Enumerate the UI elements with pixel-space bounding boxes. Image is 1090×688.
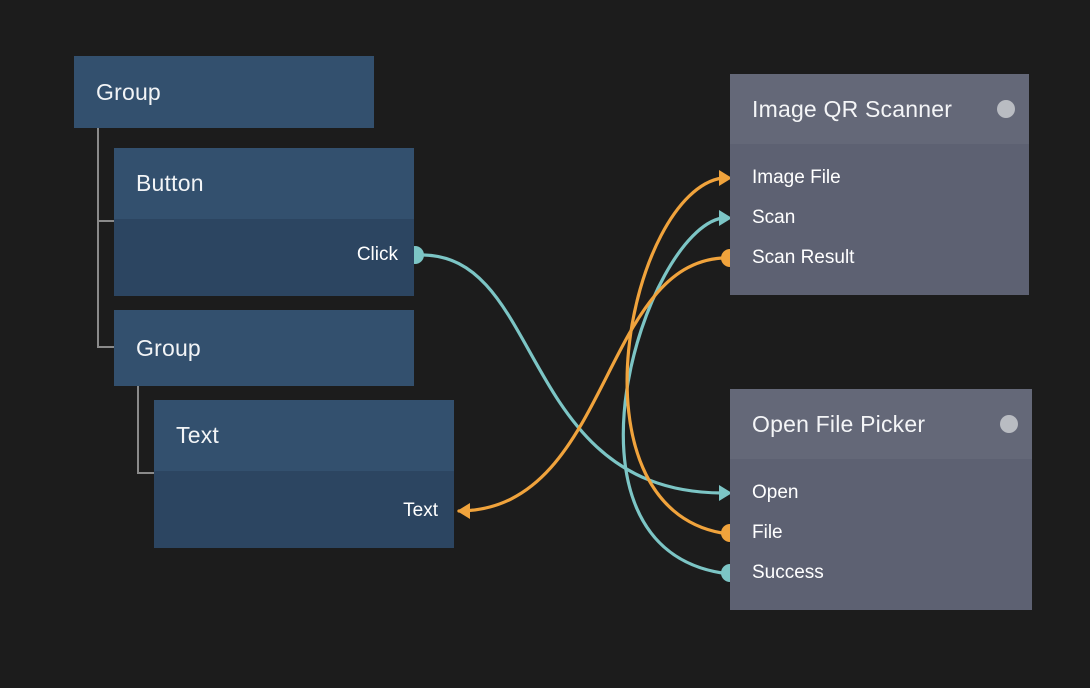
tree-connector-elbow [137,472,155,474]
action-node-header[interactable]: Open File Picker [730,389,1032,459]
action-node-title: Open File Picker [752,410,926,437]
widget-node-body: Text [154,471,454,548]
tree-connector-vertical [137,386,139,474]
node-status-dot-icon[interactable] [1000,415,1018,433]
widget-node-header[interactable]: Group [114,310,414,386]
widget-node-title: Button [136,170,204,196]
port-label-text-in[interactable]: Text [403,500,438,521]
widget-node-group-child[interactable]: Group [114,310,414,386]
action-node-title: Image QR Scanner [752,95,953,122]
port-label-qr-scan-result[interactable]: Scan Result [752,247,855,268]
widget-node-header[interactable]: Group [74,56,374,128]
tree-connector-vertical [97,128,99,348]
widget-node-title: Group [96,78,161,105]
action-node-header[interactable]: Image QR Scanner [730,74,1029,144]
port-label-ofp-open[interactable]: Open [752,482,799,503]
widget-node-title: Text [176,422,219,448]
edge-edge-success-to-scan[interactable] [621,216,724,575]
edge-edge-file-to-imagefile[interactable] [625,176,724,535]
port-label-ofp-success[interactable]: Success [752,562,824,583]
port-label-qr-scan[interactable]: Scan [752,207,796,228]
widget-node-body: Click [114,219,414,296]
port-label-ofp-file[interactable]: File [752,522,783,543]
node-status-dot-icon[interactable] [997,100,1015,118]
tree-connector-elbow [97,346,115,348]
port-arrow-text-in[interactable] [457,503,470,519]
port-label-qr-image-file[interactable]: Image File [752,167,841,188]
widget-node-group-root[interactable]: Group [74,56,374,128]
port-label-button-click[interactable]: Click [356,244,398,265]
widget-node-title: Group [136,334,201,361]
tree-connector-elbow [97,220,115,222]
widget-node-header[interactable]: Text [154,400,454,471]
edge-edge-click-to-open[interactable] [422,253,724,495]
widget-node-header[interactable]: Button [114,148,414,219]
edge-edge-scanresult-to-text[interactable] [457,256,724,513]
